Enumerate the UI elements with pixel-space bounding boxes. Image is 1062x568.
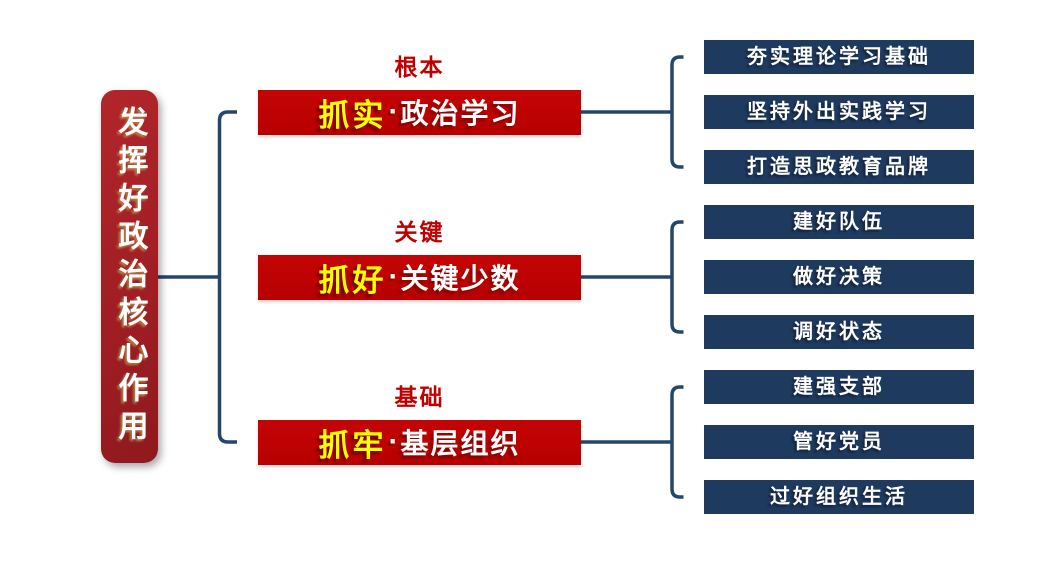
branch-node: 抓实 · 政治学习 bbox=[258, 89, 581, 135]
leaf-node: 做好决策 bbox=[704, 260, 974, 294]
left-bracket bbox=[217, 110, 237, 444]
right-bracket bbox=[670, 55, 684, 169]
branch-action: 抓牢 bbox=[318, 427, 387, 463]
right-bracket bbox=[670, 220, 684, 334]
branch-action: 抓实 bbox=[318, 97, 387, 133]
branch-node: 抓好 · 关键少数 bbox=[258, 254, 581, 300]
branch-topic: 政治学习 bbox=[400, 98, 521, 129]
branch-action: 抓好 bbox=[318, 262, 387, 298]
separator-dot: · bbox=[388, 260, 399, 293]
branch-tag: 基础 bbox=[394, 384, 445, 410]
branch-topic: 基层组织 bbox=[400, 428, 521, 459]
leaf-node: 管好党员 bbox=[704, 425, 974, 459]
leaf-node: 调好状态 bbox=[704, 315, 974, 349]
separator-dot: · bbox=[388, 95, 399, 128]
branch-node: 抓牢 · 基层组织 bbox=[258, 419, 581, 465]
leaf-node: 坚持外出实践学习 bbox=[704, 95, 974, 129]
root-node: 发挥好政治核心作用 bbox=[101, 90, 158, 463]
branch-tag: 根本 bbox=[394, 54, 445, 80]
leaf-node: 夯实理论学习基础 bbox=[704, 40, 974, 74]
leaf-node: 建强支部 bbox=[704, 370, 974, 404]
branch-tag: 关键 bbox=[394, 219, 445, 245]
separator-dot: · bbox=[388, 425, 399, 458]
leaf-node: 打造思政教育品牌 bbox=[704, 150, 974, 184]
leaf-node: 建好队伍 bbox=[704, 205, 974, 239]
right-bracket bbox=[670, 385, 684, 499]
leaf-node: 过好组织生活 bbox=[704, 480, 974, 514]
branch-topic: 关键少数 bbox=[400, 263, 521, 294]
root-title: 发挥好政治核心作用 bbox=[113, 105, 147, 448]
